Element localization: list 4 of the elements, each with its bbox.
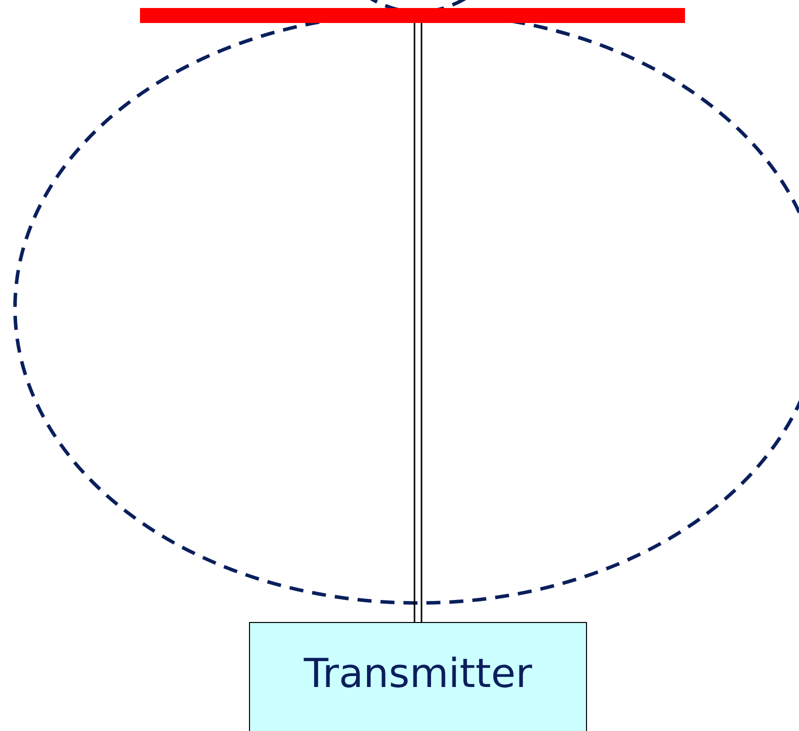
transmitter-label: Transmitter (302, 651, 534, 697)
antenna-bar (140, 8, 685, 23)
transmitter-box (249, 622, 587, 731)
feed-line (414, 22, 422, 623)
